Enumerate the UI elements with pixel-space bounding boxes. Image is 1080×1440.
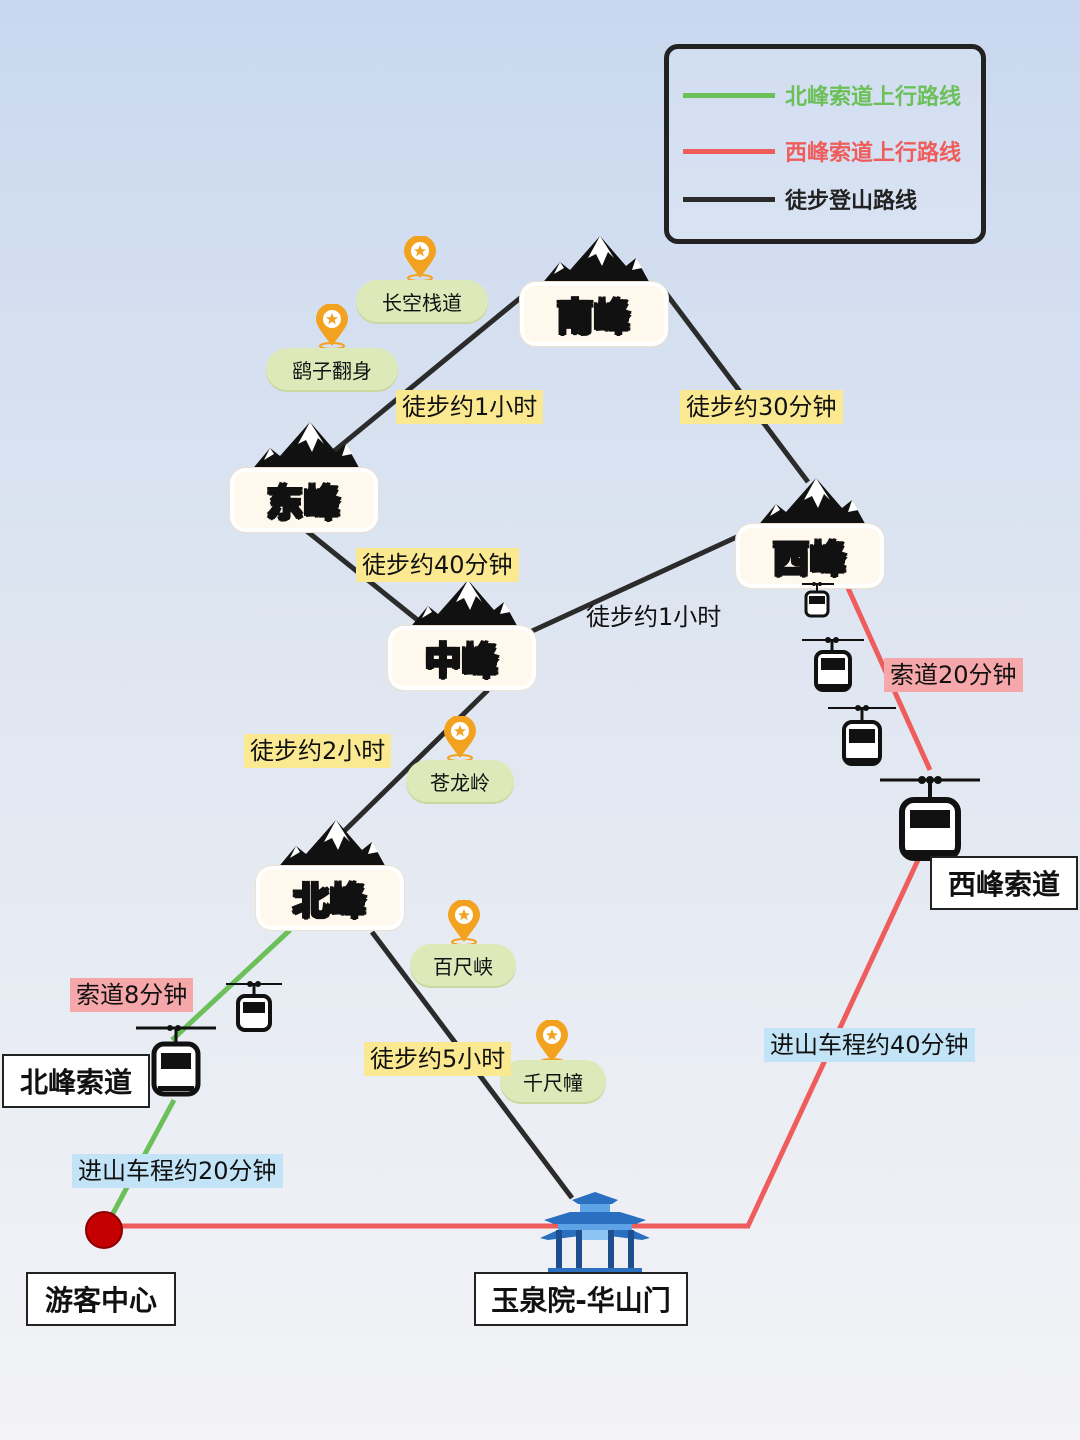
peak-badge-north: 北峰	[260, 870, 400, 926]
label-north-cableway: 北峰索道	[2, 1054, 150, 1108]
route-south-to-west	[660, 286, 810, 484]
location-star-icon	[536, 1020, 568, 1066]
peak-label-north: 北峰	[292, 880, 367, 923]
route-middle-to-west	[528, 527, 754, 635]
spot-label-yaozi: 鹞子翻身	[266, 348, 398, 390]
spot-qianchi: 千尺幢	[500, 1020, 606, 1106]
tag-hike-north-gate: 徒步约5小时	[364, 1042, 512, 1076]
peak-south: 南峰	[524, 236, 664, 346]
cable-car-icon	[802, 582, 834, 618]
tag-hike-east-south: 徒步约1小时	[396, 390, 544, 424]
spot-yaozi: 鹞子翻身	[266, 304, 398, 394]
location-star-icon	[444, 716, 476, 762]
location-star-icon	[316, 304, 348, 350]
legend-swatch-west	[683, 148, 775, 154]
legend-item-hike: 徒步登山路线	[683, 179, 917, 219]
legend-label-north: 北峰索道上行路线	[785, 85, 962, 110]
peak-label-west: 西峰	[772, 538, 847, 581]
mountain-icon	[530, 236, 658, 298]
legend-label-west: 西峰索道上行路线	[785, 141, 962, 166]
tag-hike-north-middle: 徒步约2小时	[244, 734, 392, 768]
tag-cable-west: 索道20分钟	[884, 658, 1023, 692]
spot-canglong: 苍龙岭	[406, 716, 514, 806]
mountain-icon	[266, 820, 394, 882]
label-west-cableway: 西峰索道	[930, 856, 1078, 910]
red-dot-icon	[85, 1211, 123, 1249]
mountain-icon	[746, 478, 874, 540]
peak-badge-south: 南峰	[524, 286, 664, 342]
spot-label-canglong: 苍龙岭	[406, 760, 514, 802]
tag-drive-west: 进山车程约40分钟	[764, 1028, 975, 1062]
legend-item-west: 西峰索道上行路线	[683, 131, 961, 171]
legend-item-north: 北峰索道上行路线	[683, 75, 961, 115]
tag-drive-north: 进山车程约20分钟	[72, 1154, 283, 1188]
tag-hike-south-west: 徒步约30分钟	[680, 390, 843, 424]
legend-swatch-north	[683, 92, 775, 98]
peak-label-east: 东峰	[266, 482, 341, 525]
cable-car-icon	[802, 637, 864, 692]
gate-pavilion-icon	[540, 1192, 650, 1276]
legend-swatch-hike	[683, 196, 775, 202]
label-visitor-center: 游客中心	[26, 1272, 176, 1326]
spot-label-qianchi: 千尺幢	[500, 1060, 606, 1102]
peak-middle: 中峰	[392, 580, 532, 690]
mountain-icon	[398, 580, 526, 642]
tag-hike-middle-west: 徒步约1小时	[586, 603, 722, 631]
peak-north: 北峰	[260, 820, 400, 930]
tag-hike-east-middle: 徒步约40分钟	[356, 548, 519, 582]
legend: 北峰索道上行路线 西峰索道上行路线 徒步登山路线	[664, 44, 986, 244]
peak-west: 西峰	[740, 478, 880, 588]
peak-badge-west: 西峰	[740, 528, 880, 584]
peak-badge-middle: 中峰	[392, 630, 532, 686]
cable-car-icon	[880, 776, 980, 861]
location-star-icon	[404, 236, 436, 282]
peak-label-south: 南峰	[556, 296, 631, 339]
tag-cable-north: 索道8分钟	[70, 978, 194, 1012]
label-yuquan-gate: 玉泉院-华山门	[474, 1272, 688, 1326]
peak-label-middle: 中峰	[424, 640, 499, 683]
cable-car-icon	[828, 705, 896, 766]
route-east-to-south	[303, 288, 532, 477]
spot-baichi: 百尺峡	[410, 900, 516, 990]
spot-changkong: 长空栈道	[356, 236, 488, 326]
peak-east: 东峰	[234, 422, 374, 532]
cable-car-icon	[136, 1025, 216, 1097]
location-star-icon	[448, 900, 480, 946]
cable-car-icon	[226, 981, 282, 1032]
spot-label-changkong: 长空栈道	[356, 280, 488, 322]
mountain-icon	[240, 422, 368, 484]
peak-badge-east: 东峰	[234, 472, 374, 528]
legend-label-hike: 徒步登山路线	[785, 189, 918, 214]
spot-label-baichi: 百尺峡	[410, 944, 516, 986]
